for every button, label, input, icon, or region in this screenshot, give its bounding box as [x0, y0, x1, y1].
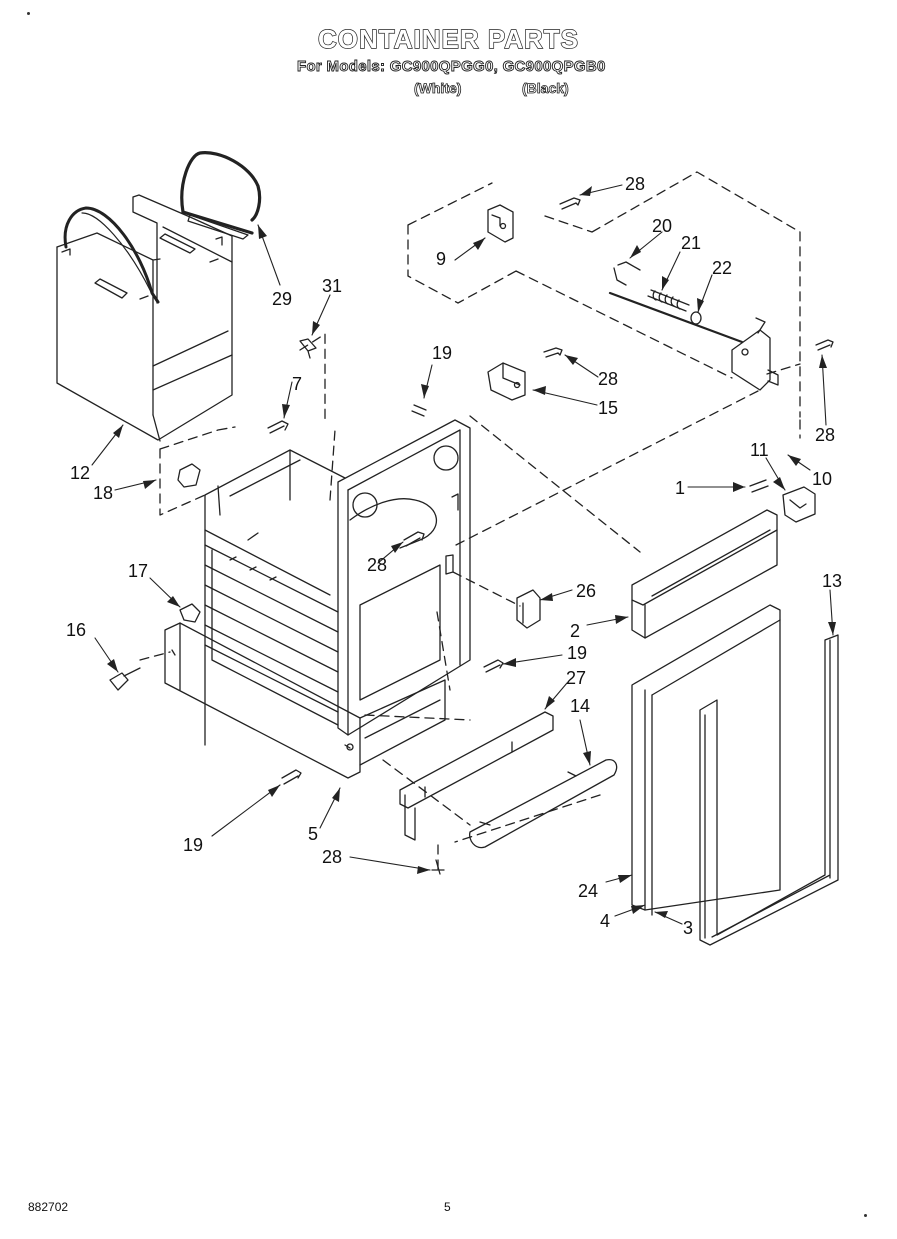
variant-black: (Black): [522, 80, 569, 97]
part-bumper-18: [177, 463, 201, 488]
callout-1: 1: [675, 478, 685, 498]
part-toe-grille-14: [469, 759, 618, 849]
part-liner-sheet: [132, 194, 233, 304]
corner-mark: [864, 1214, 867, 1217]
callout-19: 19: [183, 835, 203, 855]
callout-22: 22: [712, 258, 732, 278]
corner-mark: [27, 12, 30, 15]
part-hinge-block-11: [782, 486, 816, 523]
callout-16: 16: [66, 620, 86, 640]
part-bracket-15: [487, 362, 526, 401]
part-liner-bail: [63, 206, 160, 304]
callout-28: 28: [625, 174, 645, 194]
callout-labels: 2892021222931192815281011171218281726213…: [66, 174, 842, 938]
part-base-frame: [164, 622, 446, 779]
page-title: CONTAINER PARTS: [317, 23, 580, 54]
callout-26: 26: [576, 581, 596, 601]
part-washer-22: [690, 311, 702, 325]
callout-13: 13: [822, 571, 842, 591]
part-kickplate-27: [399, 711, 554, 841]
callout-12: 12: [70, 463, 90, 483]
page-number: 5: [444, 1200, 451, 1214]
part-screw-7: [267, 420, 289, 434]
part-hinge-bracket-9: [487, 204, 514, 243]
leader-arrowheads: [107, 186, 836, 918]
part-clip-26: [516, 589, 541, 629]
part-door-gasket-13: [699, 634, 839, 946]
callout-17: 17: [128, 561, 148, 581]
part-bolt-16: [109, 667, 141, 691]
models-line: For Models: GC900QPGG0, GC900QPGB0: [297, 58, 606, 76]
part-cabinet-frame: [204, 419, 471, 746]
callout-9: 9: [436, 249, 446, 269]
callout-27: 27: [566, 668, 586, 688]
callout-29: 29: [272, 289, 292, 309]
callout-24: 24: [578, 881, 598, 901]
callout-7: 7: [292, 374, 302, 394]
part-door-panel: [631, 604, 781, 916]
part-screw-28: [403, 197, 834, 875]
document-number: 882702: [28, 1200, 69, 1214]
callout-19: 19: [567, 643, 587, 663]
part-hinge-spring-21: [647, 289, 690, 312]
callout-19: 19: [432, 343, 452, 363]
part-clip-17: [179, 603, 201, 623]
part-screw-31: [299, 338, 317, 359]
part-screw-19-right: [483, 659, 504, 673]
callout-20: 20: [652, 216, 672, 236]
assembly-guide-lines: [139, 171, 801, 871]
part-screw-19-top: [411, 404, 427, 417]
part-door-handle-rail-2: [631, 509, 778, 639]
part-hinge-plate-10: [731, 317, 779, 391]
callout-18: 18: [93, 483, 113, 503]
part-hinge-rod-20: [608, 291, 744, 344]
part-screw-19-bottom: [281, 769, 302, 785]
part-screw-1: [749, 479, 769, 493]
part-container-gasket: [180, 151, 262, 240]
variant-white: (White): [414, 80, 462, 97]
callout-15: 15: [598, 398, 618, 418]
callout-5: 5: [308, 824, 318, 844]
callout-2: 2: [570, 621, 580, 641]
callout-28: 28: [815, 425, 835, 445]
part-container-liner: [56, 226, 233, 442]
callout-4: 4: [600, 911, 610, 931]
callout-31: 31: [322, 276, 342, 296]
leader-lines: [91, 184, 834, 925]
callout-10: 10: [812, 469, 832, 489]
callout-28: 28: [322, 847, 342, 867]
callout-3: 3: [683, 918, 693, 938]
callout-14: 14: [570, 696, 590, 716]
callout-28: 28: [367, 555, 387, 575]
callout-11: 11: [750, 440, 769, 460]
callout-28: 28: [598, 369, 618, 389]
callout-21: 21: [681, 233, 701, 253]
